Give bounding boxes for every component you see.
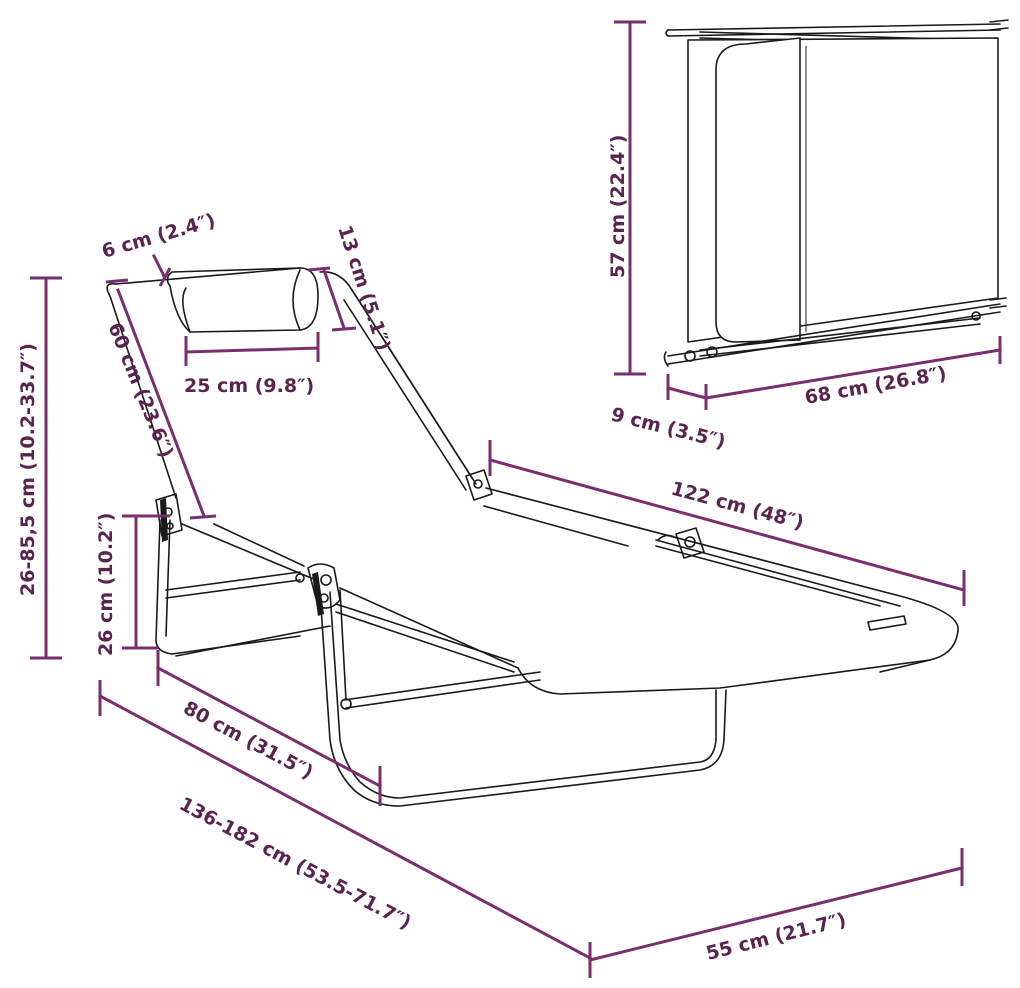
hinge-back [465, 469, 493, 501]
label-headrest-depth: 6 cm (2.4″) [99, 209, 218, 262]
hinge-seat [657, 527, 705, 559]
hinge-left [155, 493, 183, 542]
label-headrest-height: 13 cm (5.1″) [333, 223, 394, 354]
folded-lounger-drawing [663, 19, 1009, 367]
label-folded-height: 57 cm (22.4″) [607, 135, 629, 278]
label-width: 55 cm (21.7″) [704, 909, 849, 965]
lounger-drawing [106, 267, 959, 807]
hinge-center [295, 563, 341, 616]
label-total-length: 136-182 cm (53.5-71.7″) [176, 793, 415, 934]
dimension-lines [30, 20, 1002, 978]
label-backrest-length: 60 cm (23.6″) [103, 320, 177, 461]
label-folded-thickness: 9 cm (3.5″) [609, 404, 728, 454]
label-headrest-width: 25 cm (9.8″) [184, 375, 314, 397]
label-seat-height: 26 cm (10.2″) [95, 513, 117, 656]
label-total-height: 26-85,5 cm (10.2-33.7″) [17, 343, 39, 596]
label-seat-length: 122 cm (48″) [669, 478, 806, 535]
